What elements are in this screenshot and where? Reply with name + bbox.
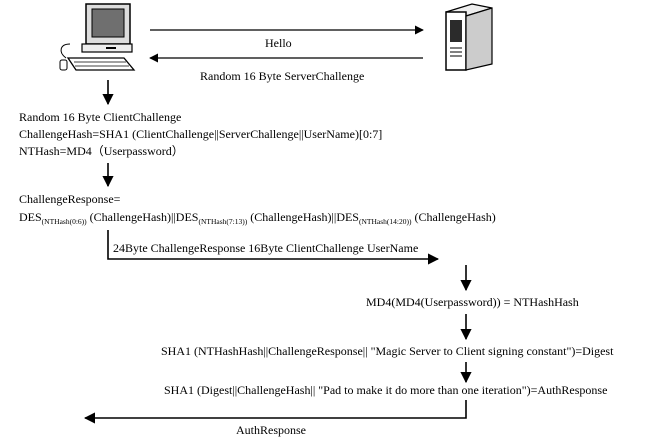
nthash-line: NTHash=MD4（Userpassword） — [19, 144, 184, 158]
challenge-hash-line: ChallengeHash=SHA1 (ClientChallenge||Ser… — [19, 127, 382, 141]
server-challenge-label: Random 16 Byte ServerChallenge — [200, 69, 364, 83]
des-term-1: DES — [19, 210, 42, 224]
des-operand-1: (ChallengeHash)|| — [87, 210, 176, 224]
desktop-computer-icon — [59, 3, 136, 71]
message-label: 24Byte ChallengeResponse 16Byte ClientCh… — [113, 241, 418, 255]
auth-response-label: AuthResponse — [236, 423, 306, 437]
des-term-2: DES — [176, 210, 199, 224]
digest-line: SHA1 (NTHashHash||ChallengeResponse|| "M… — [161, 344, 614, 358]
hello-label: Hello — [265, 36, 292, 50]
auth-response-line: SHA1 (Digest||ChallengeHash|| "Pad to ma… — [164, 383, 607, 397]
des-subscript-2: (NTHash(7:13)) — [198, 217, 247, 226]
challenge-response-label: ChallengeResponse= — [19, 192, 121, 206]
auth-response-arrow — [83, 400, 467, 424]
des-operand-2: (ChallengeHash)|| — [247, 210, 336, 224]
des-subscript-3: (NTHash(14:20)) — [359, 217, 412, 226]
message-arrow — [107, 230, 440, 265]
des-term-3: DES — [336, 210, 359, 224]
client-challenge-line: Random 16 Byte ClientChallenge — [19, 110, 181, 124]
server-tower-icon — [445, 3, 493, 71]
challenge-response-formula: DES(NTHash(0:6)) (ChallengeHash)||DES(NT… — [19, 210, 496, 226]
nthashhash-line: MD4(MD4(Userpassword)) = NTHashHash — [366, 295, 579, 309]
des-operand-3: (ChallengeHash) — [411, 210, 495, 224]
des-subscript-1: (NTHash(0:6)) — [42, 217, 87, 226]
